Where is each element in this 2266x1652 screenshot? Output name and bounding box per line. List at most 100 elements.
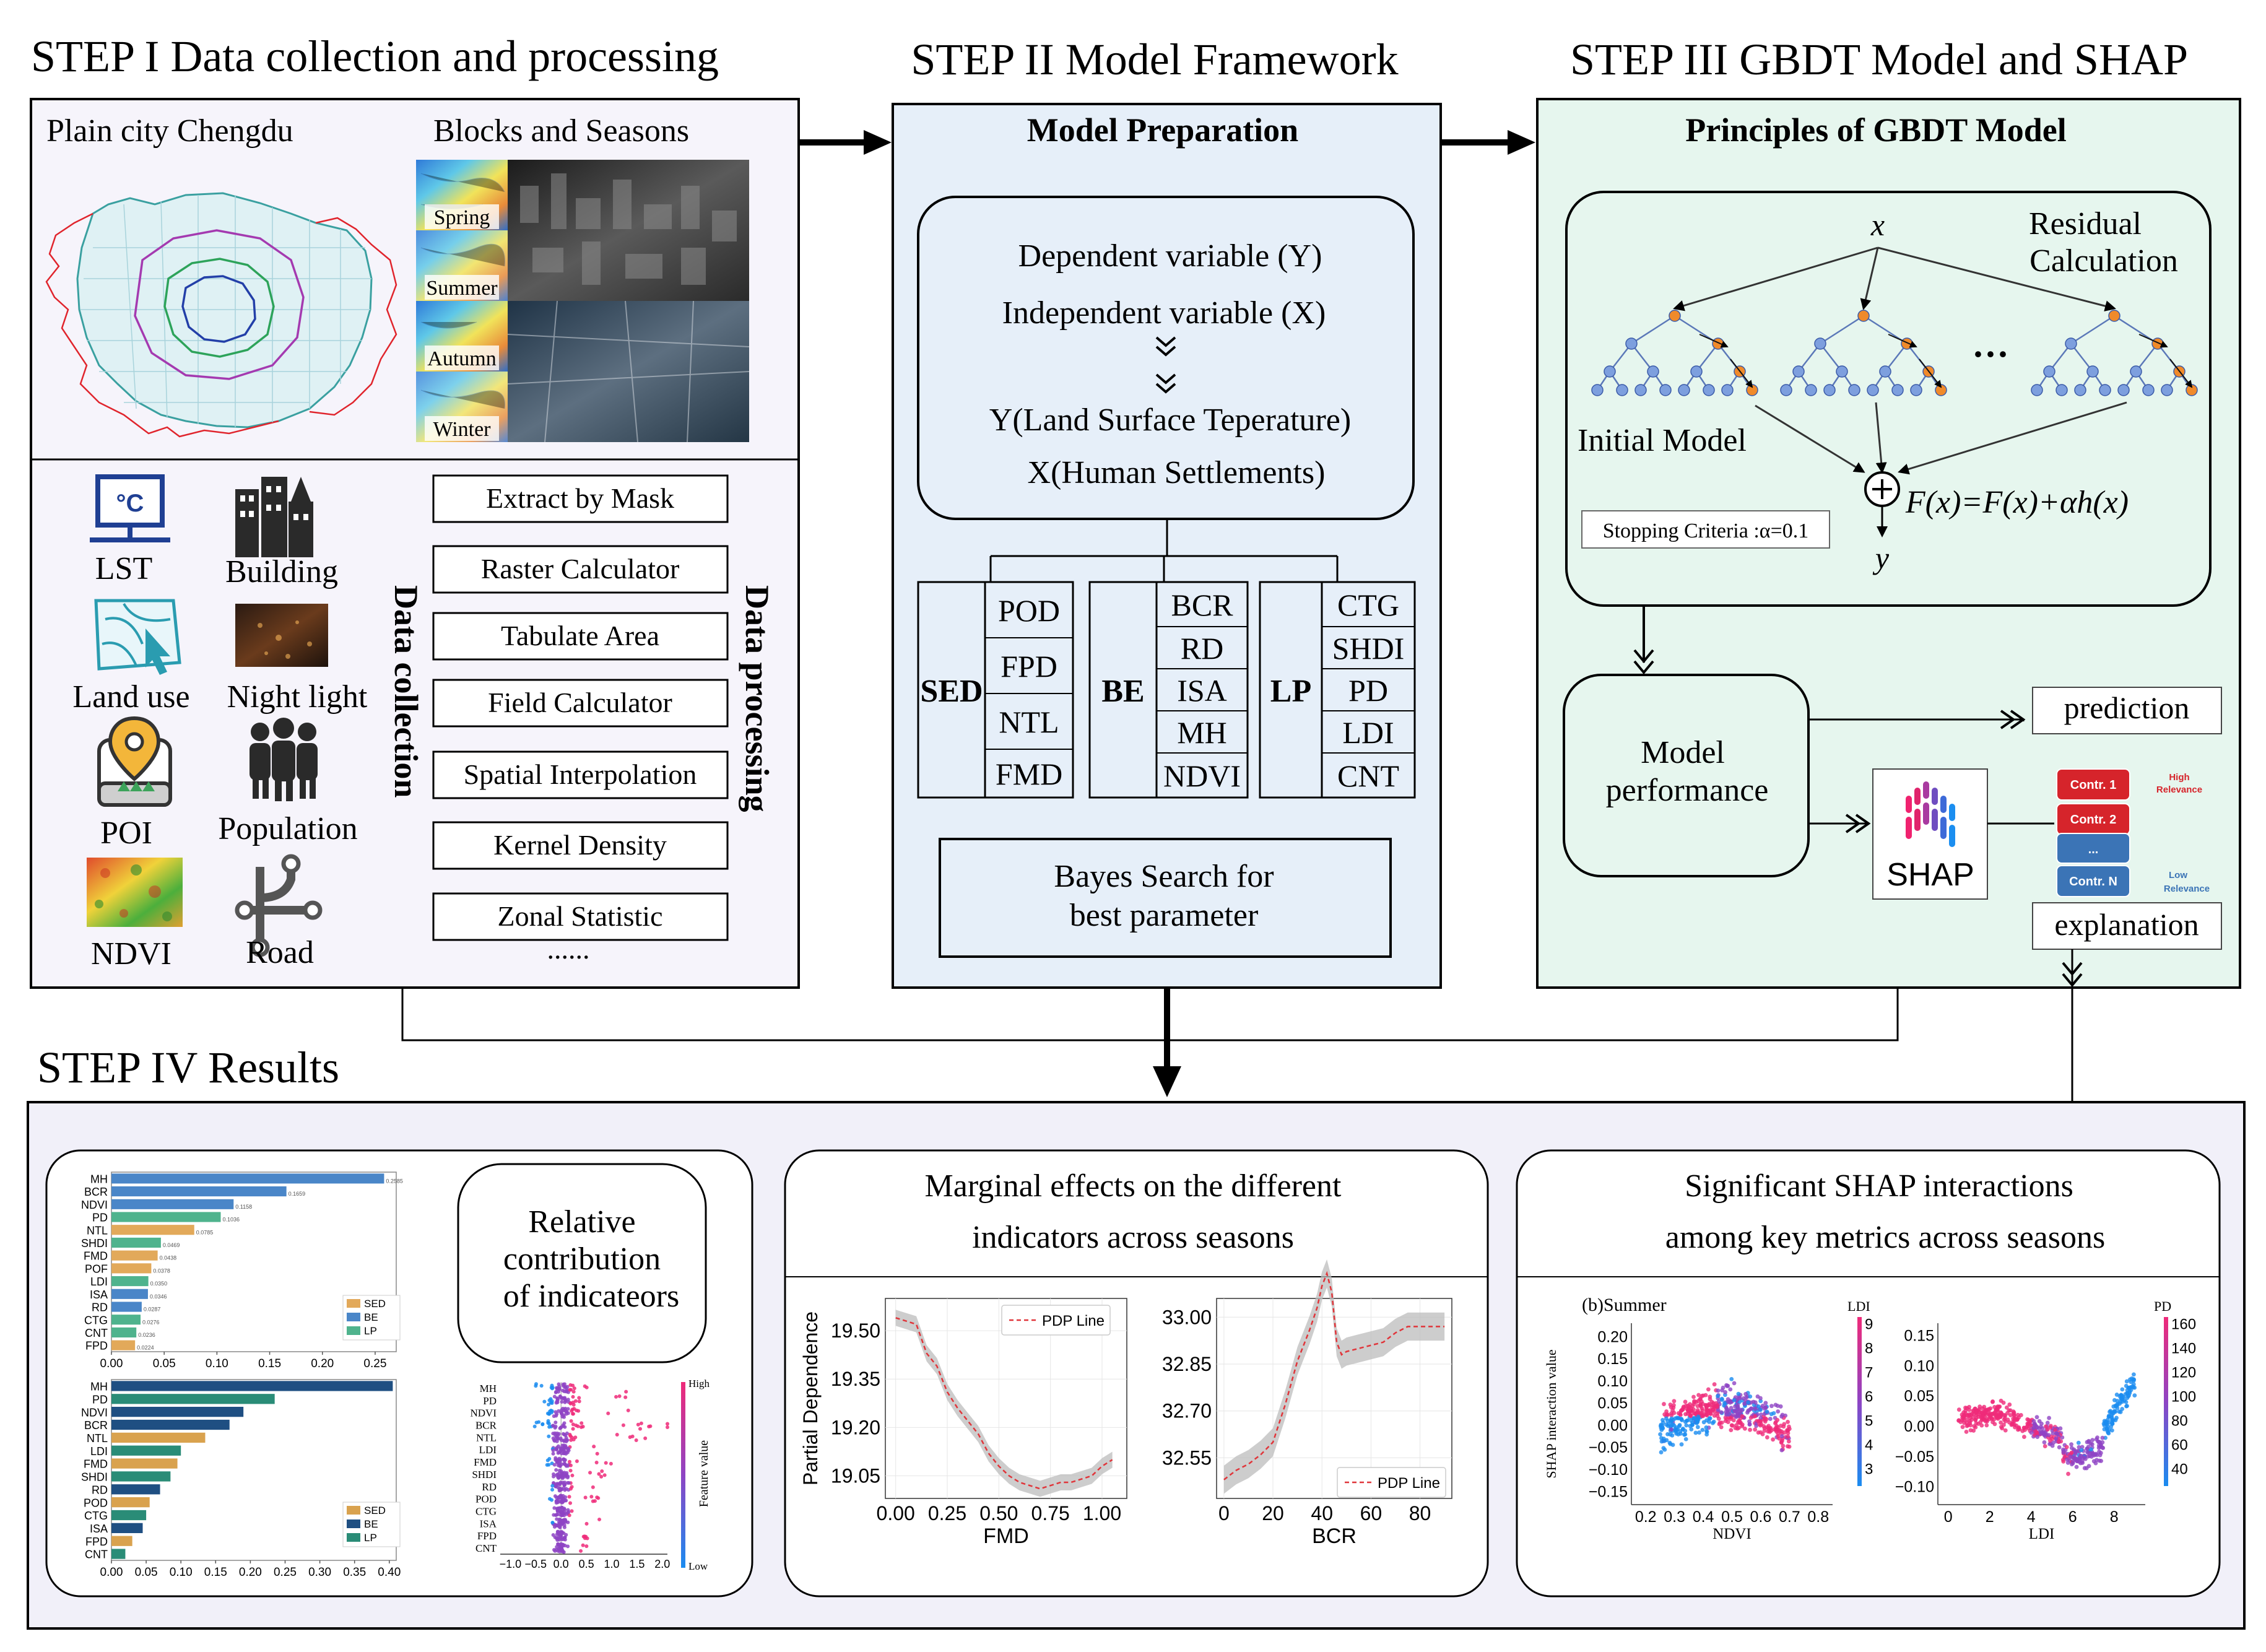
scatter-point (1768, 1417, 1773, 1421)
scatter-point (1717, 1420, 1722, 1425)
beeswarm-point (581, 1534, 586, 1539)
data-label: 0.0276 (142, 1319, 160, 1325)
scatter-point (1736, 1391, 1741, 1396)
scatter-point (1716, 1416, 1721, 1421)
beeswarm-point (571, 1394, 575, 1399)
scatter-point (1979, 1423, 1984, 1428)
data-collection-label: Data collection (388, 585, 425, 798)
bar (111, 1432, 206, 1443)
scatter-point (1984, 1423, 1989, 1428)
beeswarm-point (554, 1468, 558, 1472)
bar (111, 1263, 152, 1274)
colorbar (2164, 1317, 2168, 1486)
scatter-point (2124, 1379, 2129, 1384)
scatter-point (2068, 1454, 2073, 1459)
beeswarm-point (561, 1406, 565, 1411)
scatter-point (1720, 1388, 1724, 1393)
beeswarm-point (558, 1526, 562, 1530)
beeswarm-point (568, 1487, 573, 1491)
tick-label: 0.50 (979, 1502, 1018, 1524)
scatter-point (1779, 1440, 1784, 1445)
scatter-point (2106, 1420, 2111, 1425)
tick-label: FMD (474, 1456, 497, 1468)
scatter-point (1737, 1420, 1742, 1425)
scatter-point (2105, 1424, 2110, 1429)
scatter-point (1753, 1406, 1758, 1411)
tick-label: ISA (90, 1289, 108, 1301)
beeswarm-point (560, 1510, 565, 1515)
scatter-point (1781, 1443, 1786, 1448)
beeswarm-point (557, 1534, 561, 1539)
var-line: Y(Land Surface Teperature) (989, 402, 1351, 438)
processing-step-label: Raster Calculator (481, 553, 680, 585)
tree-node (1814, 337, 1826, 350)
shap-logo-bar (1932, 788, 1938, 805)
tick-label: LDI (90, 1445, 108, 1458)
tree-path-arrow (1919, 359, 1942, 388)
scatter-point (2089, 1447, 2093, 1452)
scatter-point (1964, 1429, 1969, 1434)
scatter-point (1679, 1442, 1684, 1447)
scatter-point (1707, 1402, 1712, 1406)
tick-label: 0.0 (553, 1558, 569, 1570)
scatter-point (1726, 1412, 1731, 1417)
data-label: 0.0378 (153, 1267, 170, 1274)
bar (111, 1276, 149, 1287)
tick-label: 19.50 (831, 1319, 880, 1342)
contribution-block (2056, 833, 2130, 864)
scatter-point (1747, 1419, 1752, 1424)
scatter-point (1726, 1407, 1730, 1412)
scatter-point (1665, 1419, 1670, 1424)
scatter-point (1695, 1420, 1700, 1425)
tree-node (1848, 384, 1860, 396)
tick-label: 19.05 (831, 1465, 880, 1487)
scatter-point (1723, 1390, 1727, 1394)
tick-label: 0 (1944, 1508, 1953, 1526)
beeswarm-point (567, 1513, 571, 1518)
scatter-point (1979, 1414, 1983, 1419)
data-label: 0.0350 (150, 1280, 168, 1287)
beeswarm-point (580, 1421, 584, 1425)
high-relevance-label: High (2169, 772, 2189, 783)
tick-label: FMD (84, 1458, 108, 1471)
y-label: y (1872, 541, 1890, 575)
scatter-point (2008, 1413, 2013, 1417)
scatter-point (2125, 1391, 2130, 1396)
beeswarm-point (540, 1422, 545, 1426)
bar (111, 1302, 142, 1312)
beeswarm-point (604, 1461, 608, 1465)
beeswarm-point (599, 1474, 604, 1479)
scatter-point (1756, 1430, 1761, 1435)
colorbar-label: Feature value (697, 1440, 711, 1507)
scatter-point (1704, 1425, 1709, 1430)
beeswarm-point (560, 1451, 564, 1456)
scatter-point (1740, 1424, 1745, 1428)
scatter-point (2010, 1422, 2015, 1427)
beeswarm-point (621, 1423, 625, 1427)
poi-icon (97, 716, 172, 807)
legend-swatch (347, 1519, 360, 1528)
processing-step-label: Spatial Interpolation (464, 759, 697, 790)
scatter-point (1740, 1414, 1745, 1419)
tree-node (1669, 310, 1681, 322)
scatter-point (1778, 1424, 1783, 1428)
tree-edge (1631, 315, 1675, 345)
scatter-point (1786, 1434, 1791, 1439)
tick-label: 19.20 (831, 1416, 880, 1438)
beeswarm-point (614, 1394, 619, 1399)
scatter-point (1712, 1382, 1717, 1387)
beeswarm-point (563, 1518, 567, 1522)
relative-label: contribution (503, 1241, 661, 1277)
scatter-point (2100, 1445, 2105, 1450)
tick-label: −0.05 (1589, 1439, 1628, 1456)
beeswarm-point (630, 1434, 635, 1438)
scatter-point (2058, 1426, 2063, 1431)
x-label: x (1870, 207, 1885, 242)
scatter-point (1769, 1412, 1774, 1417)
data-label: 0.2585 (386, 1178, 403, 1184)
tree-node (1659, 384, 1672, 396)
tick-label: 0.75 (1031, 1502, 1070, 1524)
